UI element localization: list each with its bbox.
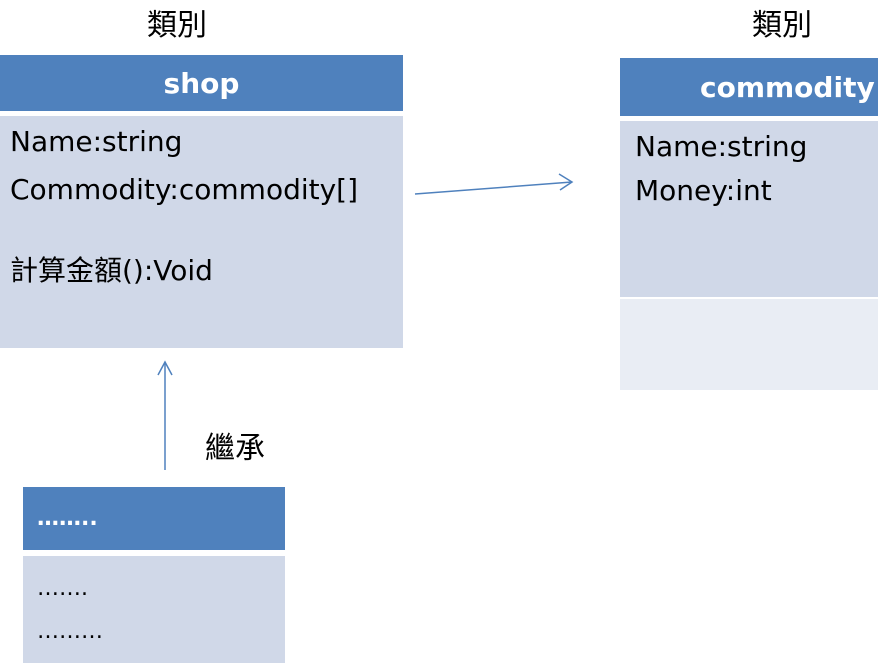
class-label-right: 類別 [752,8,812,43]
association-arrow [414,173,574,195]
class-label-left: 類別 [147,8,207,43]
commodity-attributes-section [620,121,878,297]
subclass-line: ……… [37,619,103,644]
shop-method-calculate: 計算金額():Void [10,254,213,287]
shop-attribute-commodity: Commodity:commodity[] [10,173,359,206]
commodity-class-name: commodity [620,58,878,116]
commodity-methods-section [620,299,878,390]
inheritance-arrow [157,360,173,470]
subclass-name: …….. [23,487,285,550]
commodity-attribute-name: Name:string [635,130,808,163]
subclass-line: ……. [37,576,88,601]
shop-class-body [0,116,403,348]
subclass-body [23,556,285,663]
shop-attribute-name: Name:string [10,125,183,158]
commodity-attribute-money: Money:int [635,174,772,207]
shop-class-name: shop [0,55,403,111]
inheritance-label: 繼承 [205,431,265,466]
